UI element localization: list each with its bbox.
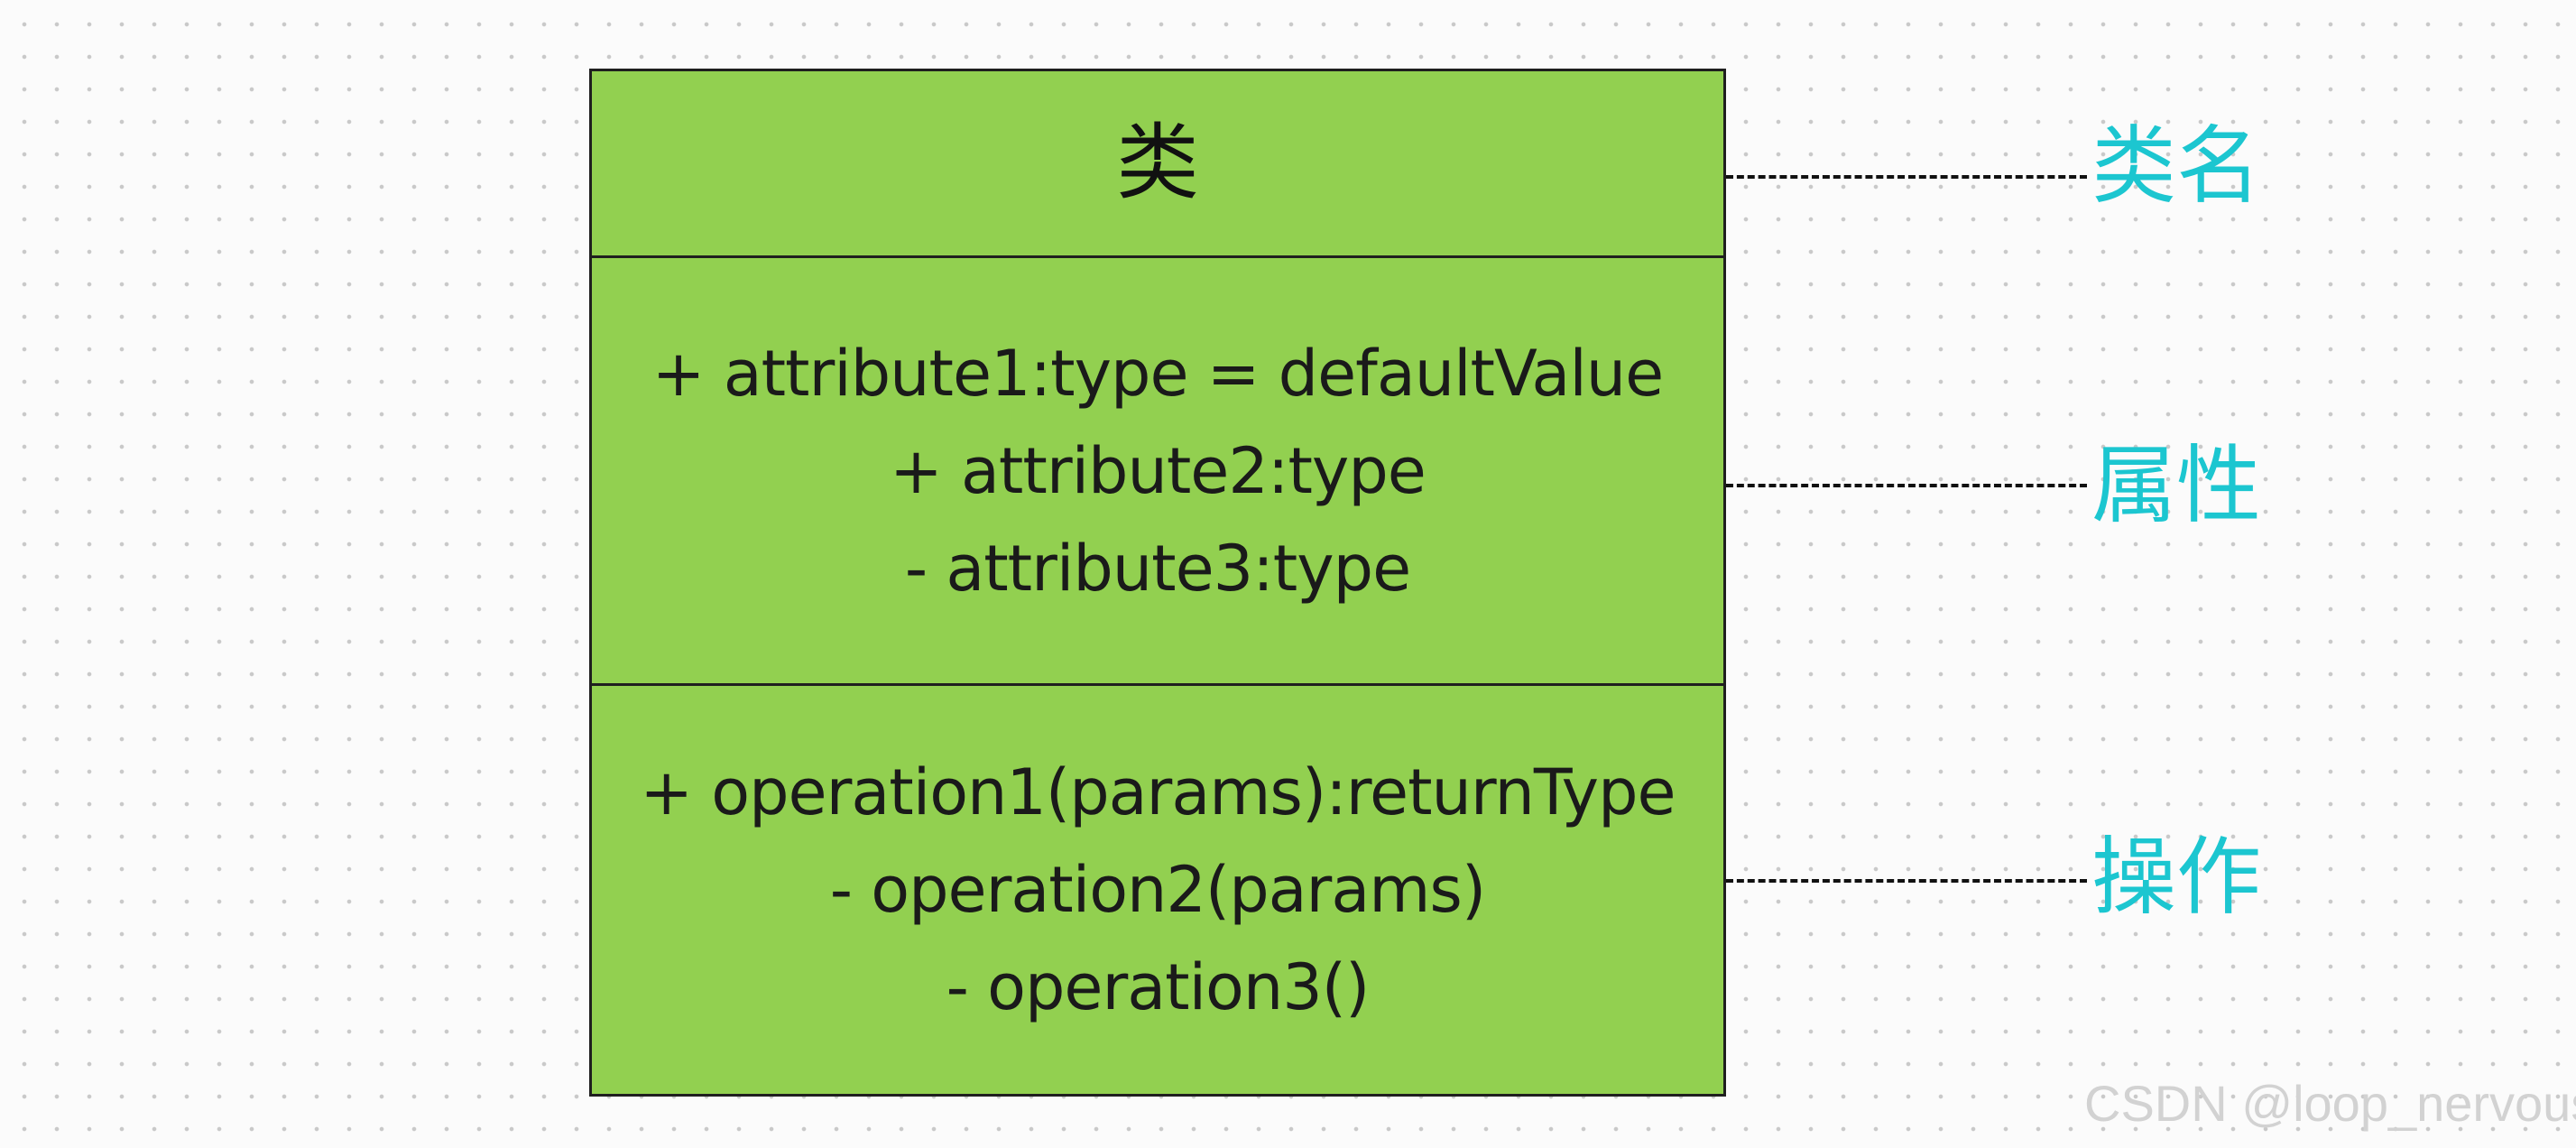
attributes-connector: [1726, 484, 2087, 487]
operations-compartment: + operation1(params):returnType - operat…: [592, 686, 1723, 1094]
operation-line: - operation2(params): [829, 853, 1486, 927]
uml-class-box: 类 + attribute1:type = defaultValue + att…: [589, 69, 1726, 1097]
attributes-label: 属性: [2091, 437, 2262, 535]
attribute-line: - attribute3:type: [904, 531, 1411, 606]
class-name-compartment: 类: [592, 71, 1723, 258]
attributes-compartment: + attribute1:type = defaultValue + attri…: [592, 258, 1723, 686]
attribute-line: + attribute1:type = defaultValue: [651, 336, 1664, 411]
class-name-label: 类名: [2091, 117, 2262, 216]
attribute-line: + attribute2:type: [890, 433, 1426, 508]
operation-line: - operation3(): [946, 950, 1371, 1024]
operations-connector: [1726, 879, 2087, 883]
operations-label: 操作: [2091, 829, 2262, 927]
operation-line: + operation1(params):returnType: [640, 755, 1676, 829]
class-name-connector: [1726, 175, 2087, 179]
watermark: CSDN @loop_nervous: [2084, 1075, 2576, 1132]
class-name: 类: [1115, 115, 1199, 211]
